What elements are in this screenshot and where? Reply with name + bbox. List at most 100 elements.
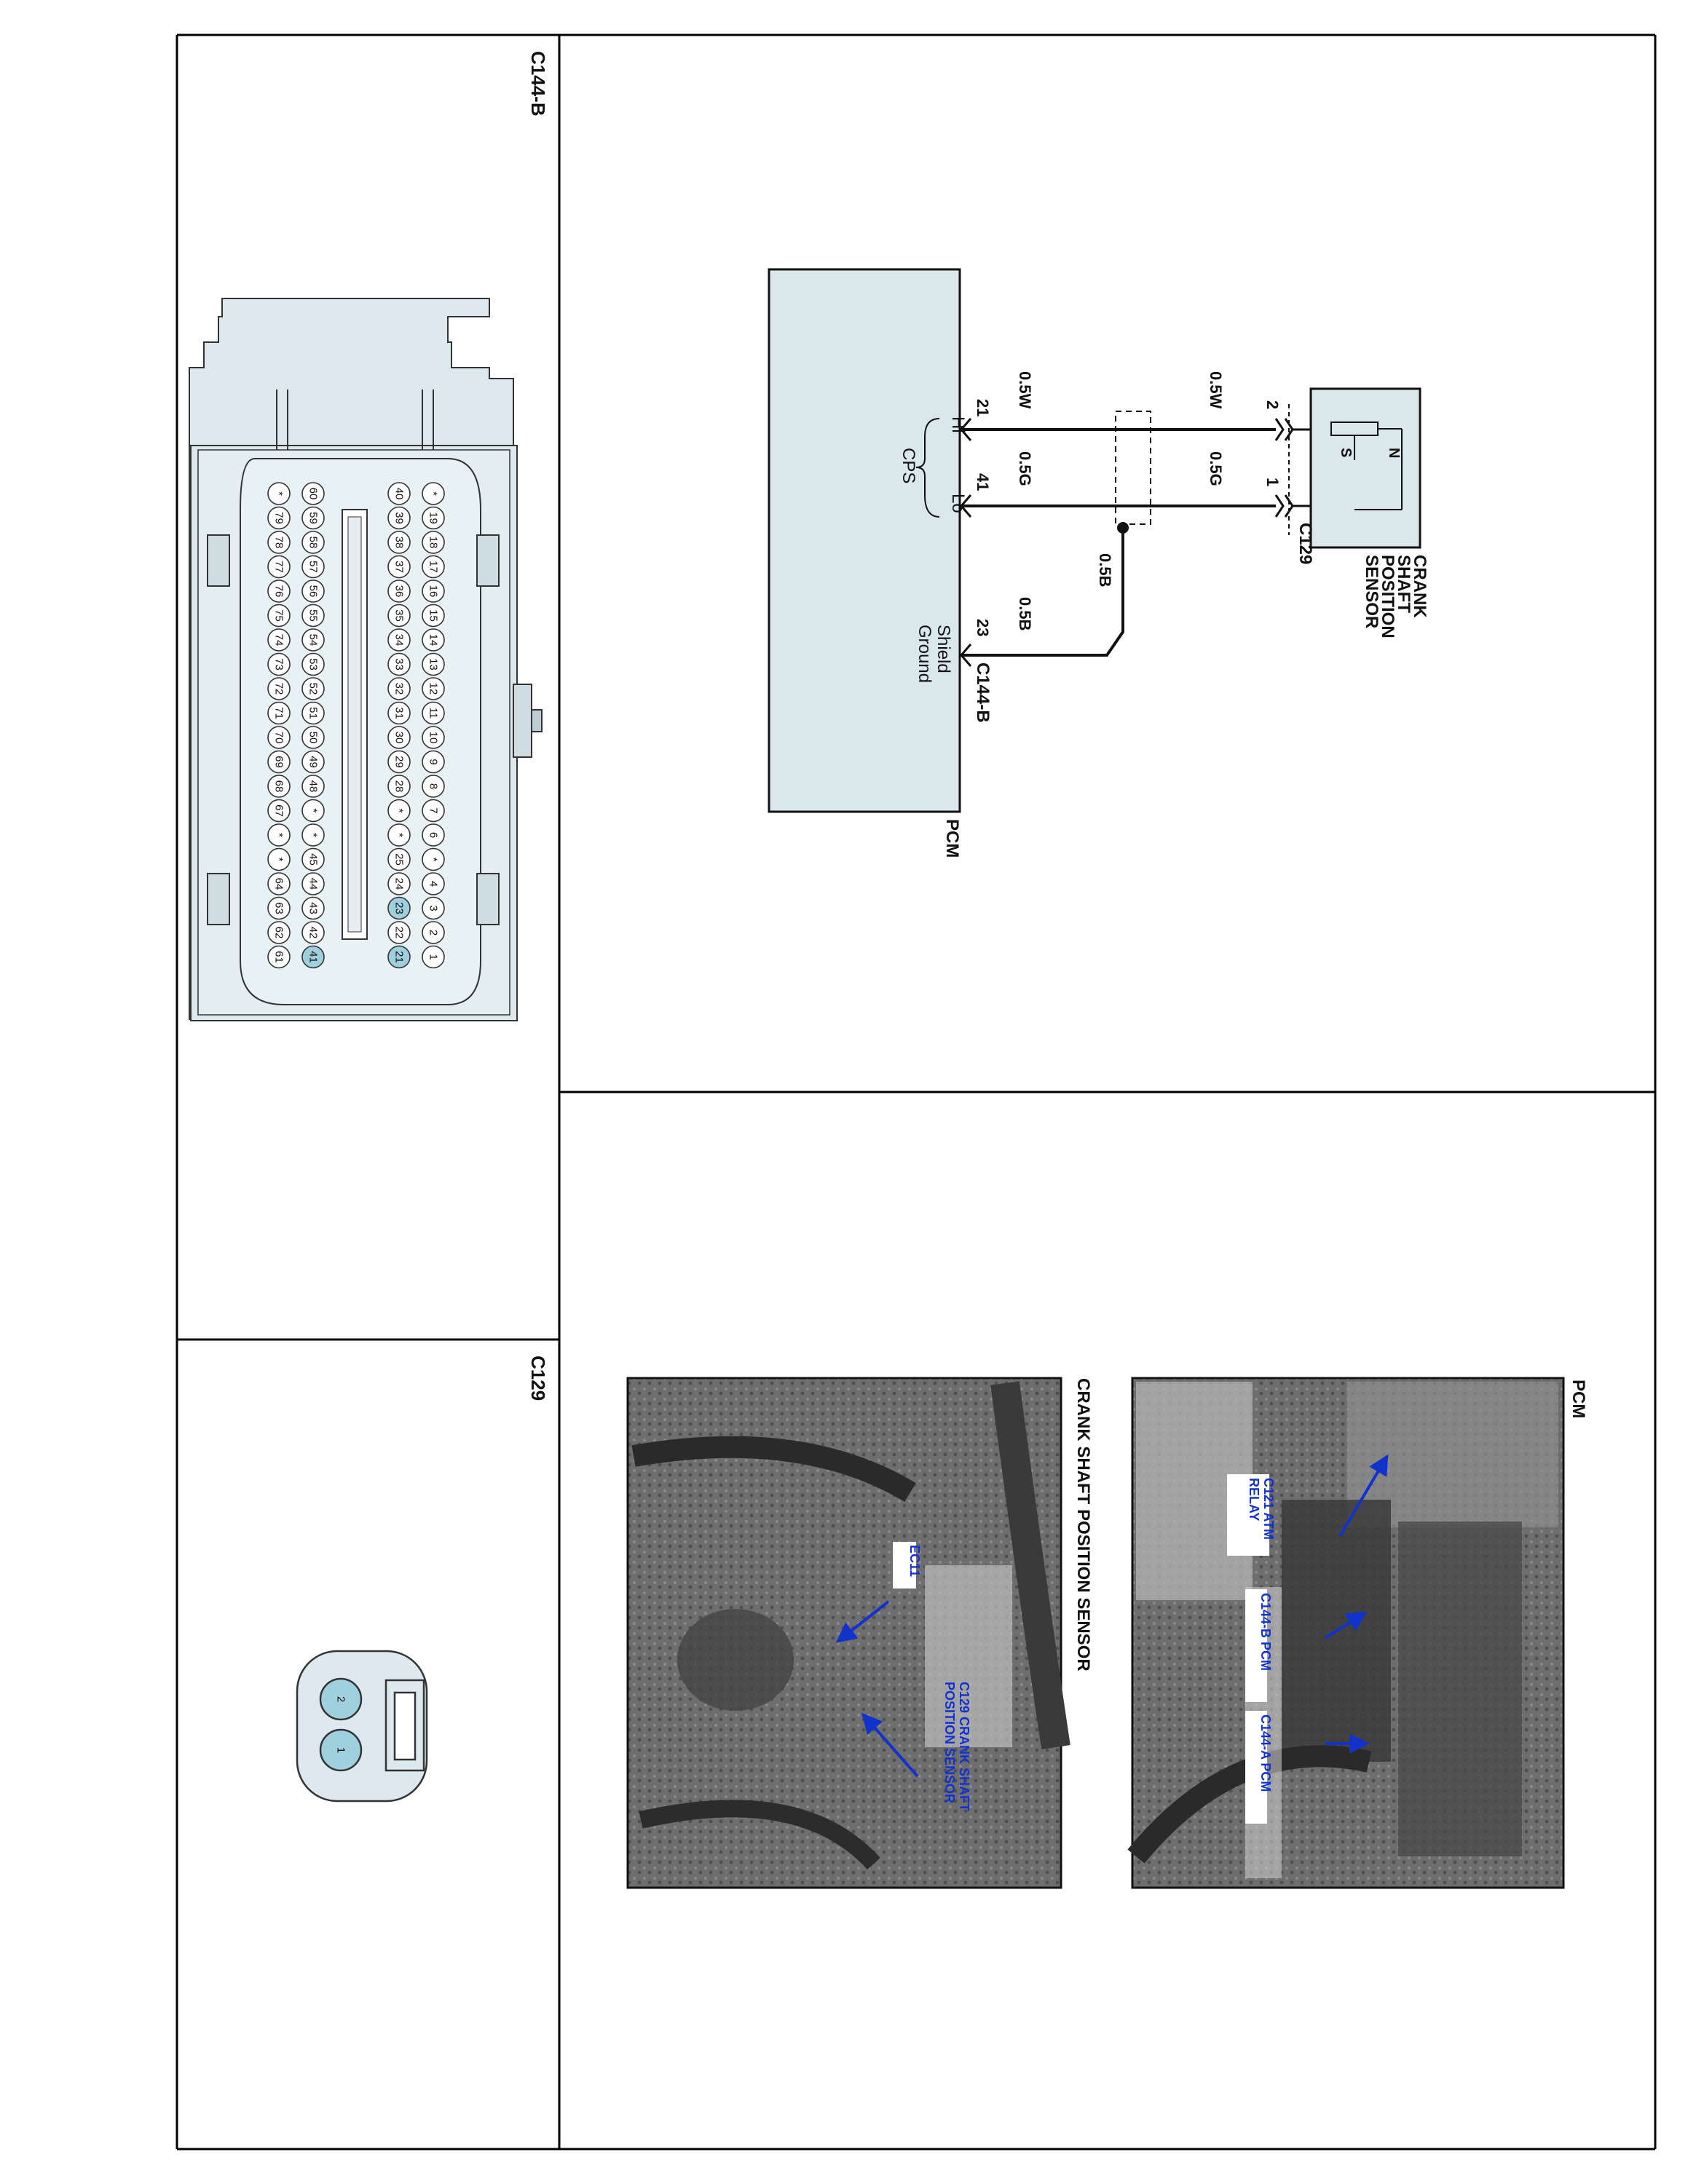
svg-text:63: 63 bbox=[273, 902, 285, 914]
c144b-pin-64: 64 bbox=[267, 872, 291, 895]
svg-text:62: 62 bbox=[273, 927, 285, 939]
svg-text:*: * bbox=[393, 833, 406, 837]
svg-text:37: 37 bbox=[393, 561, 406, 573]
svg-text:18: 18 bbox=[427, 537, 440, 549]
c144b-pin-76: 76 bbox=[267, 579, 291, 603]
c144b-pin-unused: * bbox=[422, 847, 445, 871]
c144b-pin-67: 67 bbox=[267, 799, 291, 823]
c144b-pin-unused: * bbox=[387, 799, 411, 823]
wire-lower-w-label: 0.5W bbox=[1016, 371, 1034, 409]
c144b-pin-unused: * bbox=[387, 823, 411, 847]
c144b-pin-53: 53 bbox=[301, 652, 325, 676]
svg-text:68: 68 bbox=[273, 780, 285, 793]
svg-text:15: 15 bbox=[427, 609, 440, 622]
c144b-connector-symbol bbox=[960, 418, 972, 667]
cps-lo-label: Lo bbox=[948, 494, 968, 513]
svg-text:72: 72 bbox=[273, 683, 285, 695]
svg-text:59: 59 bbox=[307, 512, 320, 524]
c144b-pin-12: 12 bbox=[422, 677, 445, 700]
svg-text:17: 17 bbox=[427, 561, 440, 573]
svg-text:*: * bbox=[273, 858, 285, 862]
shield-wire-label: 0.5B bbox=[1096, 553, 1114, 587]
svg-text:56: 56 bbox=[307, 585, 320, 598]
c129-pin-2: 2 bbox=[319, 1677, 363, 1721]
c144b-pin-24: 24 bbox=[387, 872, 411, 895]
c144b-pin-23: 23 bbox=[387, 896, 411, 920]
pcm-pin-41-label: 41 bbox=[974, 473, 992, 491]
sensor-coil-icon bbox=[1330, 422, 1403, 510]
c144b-pin-77: 77 bbox=[267, 555, 291, 579]
c144b-pin-18: 18 bbox=[422, 531, 445, 554]
c144b-connector-face bbox=[189, 298, 543, 1021]
svg-text:34: 34 bbox=[393, 634, 406, 646]
svg-text:53: 53 bbox=[307, 658, 320, 670]
svg-text:73: 73 bbox=[273, 658, 285, 670]
c144b-pin-3: 3 bbox=[422, 896, 445, 920]
svg-text:23: 23 bbox=[393, 902, 406, 914]
c144b-pin-51: 51 bbox=[301, 701, 325, 725]
c144b-pin-11: 11 bbox=[422, 701, 445, 725]
c144b-pin-13: 13 bbox=[422, 652, 445, 676]
c144b-pin-56: 56 bbox=[301, 579, 325, 603]
c144b-pin-19: 19 bbox=[422, 506, 445, 530]
svg-text:51: 51 bbox=[307, 707, 320, 719]
pcm-pin-21-label: 21 bbox=[974, 399, 992, 416]
sensor-pole-s: S bbox=[1338, 448, 1354, 457]
callout-c144a-pcm: C144-A PCM bbox=[1258, 1714, 1273, 1792]
callout-c144b-pcm: C144-B PCM bbox=[1258, 1593, 1273, 1671]
wire-shield-ground bbox=[960, 528, 1124, 657]
c144b-pin-62: 62 bbox=[267, 921, 291, 944]
c144b-pin-17: 17 bbox=[422, 555, 445, 579]
svg-text:1: 1 bbox=[427, 954, 440, 960]
pcm-pin-23-label: 23 bbox=[974, 619, 992, 636]
svg-text:52: 52 bbox=[307, 683, 320, 695]
svg-text:29: 29 bbox=[393, 756, 406, 768]
c144b-pin-21: 21 bbox=[387, 945, 411, 969]
c144b-pin-9: 9 bbox=[422, 750, 445, 774]
c144b-pin-73: 73 bbox=[267, 652, 291, 676]
c144b-connector-title: C144-B bbox=[527, 51, 549, 116]
c144b-pin-7: 7 bbox=[422, 799, 445, 823]
c144b-pin-72: 72 bbox=[267, 677, 291, 700]
svg-text:58: 58 bbox=[307, 537, 320, 549]
svg-text:25: 25 bbox=[393, 853, 406, 866]
svg-text:40: 40 bbox=[393, 488, 406, 500]
callout-c121-relay-1: C121 ATM bbox=[1261, 1478, 1276, 1540]
c144b-pin-30: 30 bbox=[387, 726, 411, 749]
pcm-photo-callouts: C121 ATM RELAY C144-B PCM C144-A PCM bbox=[1227, 1454, 1389, 1824]
svg-text:6: 6 bbox=[427, 832, 440, 838]
wire-upper-w-label: 0.5W bbox=[1207, 371, 1225, 409]
sensor-pole-n: N bbox=[1386, 448, 1402, 458]
c144b-pin-63: 63 bbox=[267, 896, 291, 920]
c144b-pin-44: 44 bbox=[301, 872, 325, 895]
crank-sensor-box bbox=[1309, 387, 1421, 549]
c144b-pin-unused: * bbox=[267, 823, 291, 847]
svg-text:33: 33 bbox=[393, 658, 406, 670]
callout-c129-sensor-1: C129 CRANK SHAFT bbox=[957, 1682, 971, 1811]
wire-lower-g-label: 0.5G bbox=[1016, 451, 1034, 486]
c144b-pin-unused: * bbox=[301, 799, 325, 823]
callout-ec11: EC11 bbox=[907, 1545, 922, 1577]
svg-text:44: 44 bbox=[307, 878, 320, 890]
svg-text:42: 42 bbox=[307, 927, 320, 939]
svg-text:69: 69 bbox=[273, 756, 285, 768]
c144b-pin-10: 10 bbox=[422, 726, 445, 749]
svg-text:76: 76 bbox=[273, 585, 285, 598]
svg-text:31: 31 bbox=[393, 707, 406, 719]
c144b-pin-unused: * bbox=[267, 482, 291, 505]
svg-text:3: 3 bbox=[427, 905, 440, 911]
c129-pin-1-label: 1 bbox=[1263, 478, 1282, 486]
c144b-pin-25: 25 bbox=[387, 847, 411, 871]
c144b-pin-15: 15 bbox=[422, 604, 445, 628]
c144b-pin-unused: * bbox=[422, 482, 445, 505]
svg-text:*: * bbox=[273, 491, 285, 496]
c129-connector-symbol bbox=[1274, 404, 1311, 535]
svg-text:8: 8 bbox=[427, 783, 440, 789]
c144b-pin-grid: *191817161514131211109876*43214039383736… bbox=[267, 482, 445, 969]
svg-text:55: 55 bbox=[307, 609, 320, 622]
c144b-pin-48: 48 bbox=[301, 775, 325, 798]
svg-text:22: 22 bbox=[393, 927, 406, 939]
c144b-pin-unused: * bbox=[301, 823, 325, 847]
c144b-pin-29: 29 bbox=[387, 750, 411, 774]
wire-lower-b-label: 0.5B bbox=[1016, 597, 1034, 630]
